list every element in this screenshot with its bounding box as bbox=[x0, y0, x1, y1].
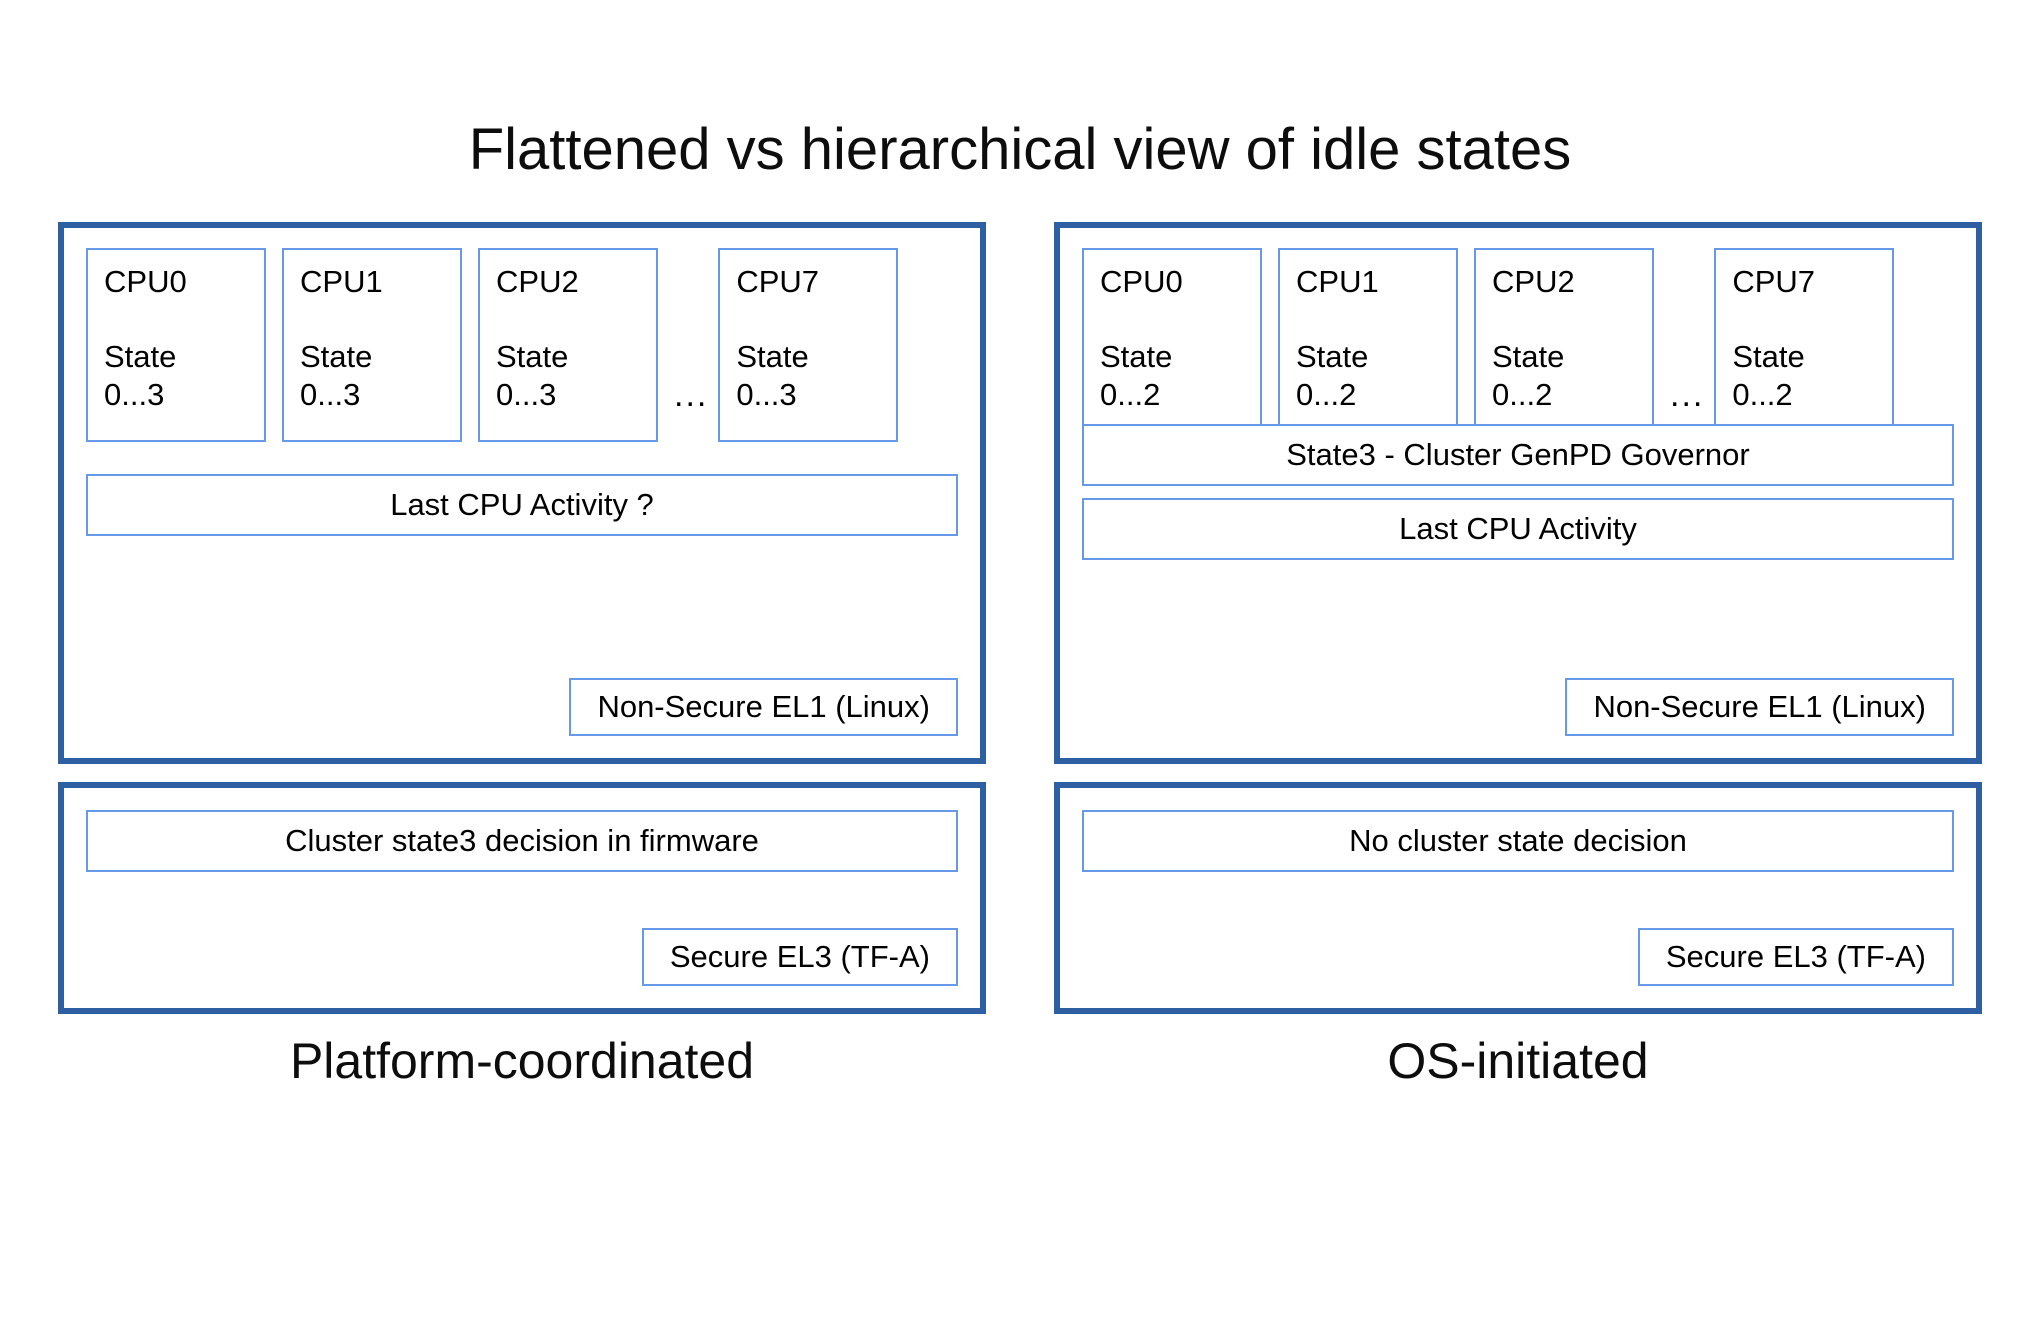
cpu-state-label: State bbox=[1732, 339, 1805, 374]
cpu-state-label: State bbox=[1100, 339, 1173, 374]
cpu-state-label: State bbox=[104, 339, 177, 374]
right-cpu-ellipsis: ... bbox=[1670, 376, 1705, 414]
left-non-secure-el1-label: Non-Secure EL1 (Linux) bbox=[569, 678, 958, 736]
right-non-secure-el1-label: Non-Secure EL1 (Linux) bbox=[1565, 678, 1954, 736]
cpu-state-range: 0...2 bbox=[1732, 377, 1793, 412]
cpu-name: CPU0 bbox=[104, 264, 187, 299]
cpu-name: CPU1 bbox=[1296, 264, 1379, 299]
cpu-state-range: 0...2 bbox=[1100, 377, 1161, 412]
right-no-cluster-decision-bar: No cluster state decision bbox=[1082, 810, 1954, 872]
cpu-state-label: State bbox=[736, 339, 809, 374]
cpu-state-range: 0...3 bbox=[496, 377, 557, 412]
cpu-state-label: State bbox=[1296, 339, 1369, 374]
right-secure-el3-label: Secure EL3 (TF-A) bbox=[1637, 928, 1954, 986]
cpu-state-label: State bbox=[1492, 339, 1565, 374]
cpu-state-label: State bbox=[496, 339, 569, 374]
cpu-name: CPU2 bbox=[496, 264, 579, 299]
left-secure-el3-panel: Cluster state3 decision in firmware Secu… bbox=[58, 782, 986, 1014]
cpu-state-range: 0...3 bbox=[736, 377, 797, 412]
right-last-cpu-activity-bar: Last CPU Activity bbox=[1082, 498, 1954, 560]
right-cluster-genpd-governor-bar: State3 - Cluster GenPD Governor bbox=[1082, 424, 1954, 486]
cpu-state-label: State bbox=[300, 339, 373, 374]
cpu-state-range: 0...3 bbox=[300, 377, 361, 412]
caption-platform-coordinated: Platform-coordinated bbox=[289, 1033, 755, 1089]
cpu-name: CPU7 bbox=[736, 264, 820, 299]
cpu-name: CPU2 bbox=[1492, 264, 1575, 299]
left-cluster-decision-bar: Cluster state3 decision in firmware bbox=[86, 810, 958, 872]
right-secure-el3-panel: No cluster state decision Secure EL3 (TF… bbox=[1054, 782, 1982, 1014]
cpu-state-range: 0...2 bbox=[1492, 377, 1553, 412]
cpu-name: CPU7 bbox=[1732, 264, 1816, 299]
cpu-name: CPU0 bbox=[1100, 264, 1183, 299]
cpu-state-range: 0...3 bbox=[104, 377, 165, 412]
page-title: Flattened vs hierarchical view of idle s… bbox=[468, 117, 1572, 182]
cpu-state-range: 0...2 bbox=[1296, 377, 1357, 412]
left-cpu-ellipsis: ... bbox=[674, 376, 709, 414]
left-last-cpu-activity-bar: Last CPU Activity ? bbox=[86, 474, 958, 536]
cpu-name: CPU1 bbox=[300, 264, 383, 299]
caption-os-initiated: OS-initiated bbox=[1387, 1033, 1649, 1089]
left-secure-el3-label: Secure EL3 (TF-A) bbox=[641, 928, 958, 986]
